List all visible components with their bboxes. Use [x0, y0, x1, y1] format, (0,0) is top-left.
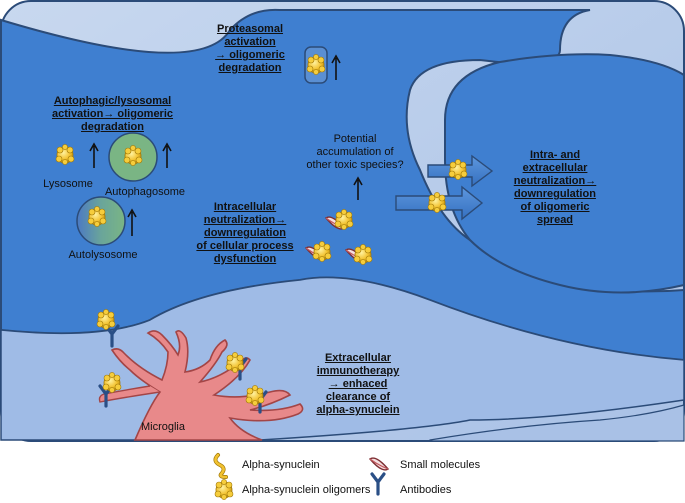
- legend-alpha-synuclein: Alpha-synuclein: [242, 459, 320, 471]
- up-arrow-icon: [353, 176, 363, 200]
- oligomer-icon: [245, 384, 265, 407]
- up-arrow-icon: [127, 208, 137, 236]
- oligomer-icon: [225, 351, 245, 374]
- microglia-shape: [110, 330, 304, 441]
- up-arrow-icon: [331, 54, 341, 80]
- microglia-label: Microglia: [140, 421, 185, 433]
- oligomer-icon: [87, 205, 107, 228]
- oligomer-icon: [353, 243, 373, 266]
- antibody-icon: [370, 472, 386, 496]
- oligomer-icon: [448, 158, 468, 181]
- autolysosome-label: Autolysosome: [68, 249, 138, 261]
- small-molecule-icon: [369, 457, 389, 471]
- lysosome-label: Lysosome: [43, 178, 93, 190]
- oligomer-icon: [102, 371, 122, 394]
- oligomer-icon: [123, 144, 143, 167]
- oligomer-icon: [312, 240, 332, 263]
- oligomer-icon: [96, 308, 116, 331]
- autophagosome-label: Autophagosome: [104, 186, 186, 198]
- oligomer-icon: [334, 208, 354, 231]
- legend-small-molecules: Small molecules: [400, 459, 481, 471]
- legend-antibodies: Antibodies: [400, 484, 452, 496]
- oligomer-icon: [55, 143, 75, 166]
- right-neuron: [444, 53, 685, 294]
- lower-right-cell: [429, 404, 685, 442]
- microglia-branch: [98, 385, 161, 403]
- oligomer-icon: [427, 191, 447, 214]
- up-arrow-icon: [89, 142, 99, 168]
- oligomer-icon: [214, 478, 234, 501]
- up-arrow-icon: [162, 142, 172, 168]
- legend-oligomers: Alpha-synuclein oligomers: [242, 484, 371, 496]
